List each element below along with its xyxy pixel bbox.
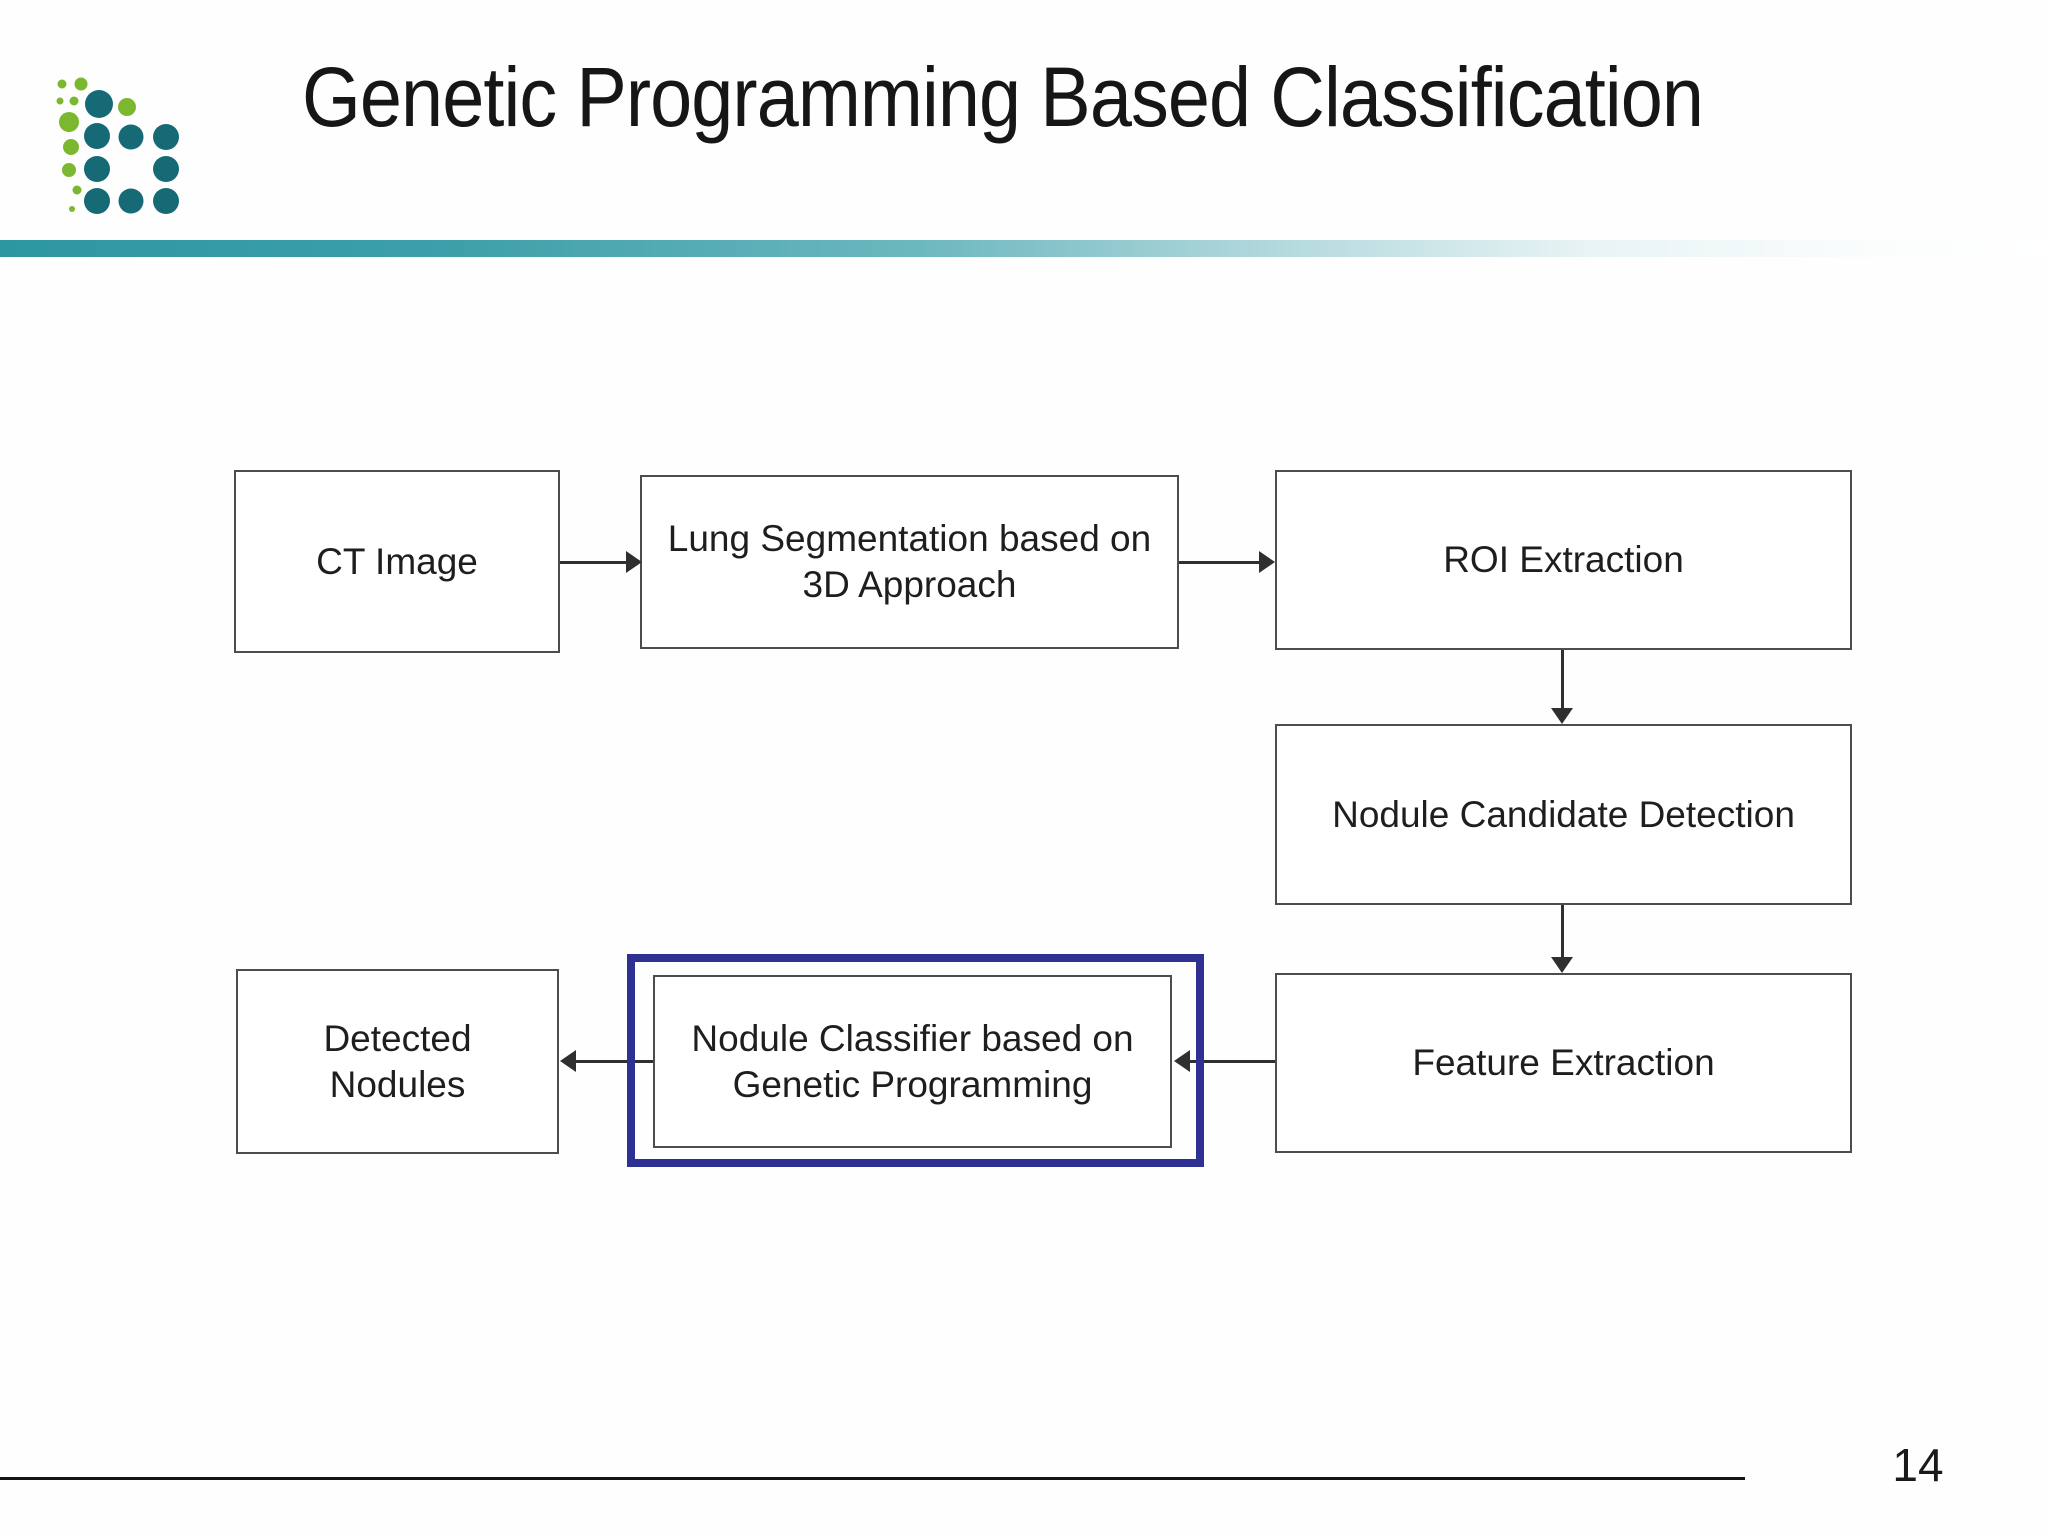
flow-box-label: CT Image bbox=[316, 540, 478, 582]
flow-box-roi-extraction: ROI Extraction bbox=[1275, 470, 1852, 650]
arrow-ct-to-lung bbox=[560, 561, 628, 564]
flow-box-ct-image: CT Image bbox=[234, 470, 560, 653]
flow-box-label: Feature Extraction bbox=[1412, 1042, 1715, 1083]
flow-box-nodule-classifier: Nodule Classifier based on Genetic Progr… bbox=[653, 975, 1172, 1148]
arrow-lung-to-roi bbox=[1179, 561, 1261, 564]
flow-box-lung-segmentation: Lung Segmentation based on 3D Approach bbox=[640, 475, 1179, 649]
flow-box-label-line1: Lung Segmentation based on bbox=[667, 518, 1152, 559]
flow-box-label-line2: Genetic Programming bbox=[732, 1063, 1093, 1105]
classifier-highlight-frame bbox=[627, 954, 1204, 1167]
page-number: 14 bbox=[1892, 1439, 1944, 1491]
arrow-roi-to-nodule-candidate bbox=[1561, 650, 1564, 710]
arrowhead-nodule-candidate-to-feature bbox=[1551, 957, 1573, 973]
flow-box-feature-extraction: Feature Extraction bbox=[1275, 973, 1852, 1153]
arrowhead-roi-to-nodule-candidate bbox=[1551, 708, 1573, 724]
arrowhead-classifier-to-detected bbox=[560, 1050, 576, 1072]
flow-box-label: Nodule Candidate Detection bbox=[1332, 793, 1795, 835]
footer-rule bbox=[0, 1477, 1745, 1480]
arrowhead-ct-to-lung bbox=[626, 551, 642, 573]
flow-box-label-line1: Detected bbox=[323, 1017, 472, 1059]
flow-box-label-line2: Nodules bbox=[329, 1063, 466, 1105]
flow-box-label: ROI Extraction bbox=[1443, 539, 1684, 580]
flow-box-label-line1: Nodule Classifier based on bbox=[691, 1017, 1134, 1059]
accent-gradient-bar bbox=[0, 240, 2048, 257]
flow-box-label-line2: 3D Approach bbox=[802, 564, 1017, 605]
dots-logo-icon bbox=[56, 77, 179, 214]
arrow-feature-to-classifier bbox=[1190, 1060, 1275, 1063]
flow-box-nodule-candidate-detection: Nodule Candidate Detection bbox=[1275, 724, 1852, 905]
arrow-nodule-candidate-to-feature bbox=[1561, 905, 1564, 959]
arrowhead-feature-to-classifier bbox=[1174, 1050, 1190, 1072]
flow-box-detected-nodules: Detected Nodules bbox=[236, 969, 559, 1154]
arrow-classifier-to-detected bbox=[576, 1060, 653, 1063]
arrowhead-lung-to-roi bbox=[1259, 551, 1275, 573]
slide-title: Genetic Programming Based Classification bbox=[302, 50, 1704, 144]
